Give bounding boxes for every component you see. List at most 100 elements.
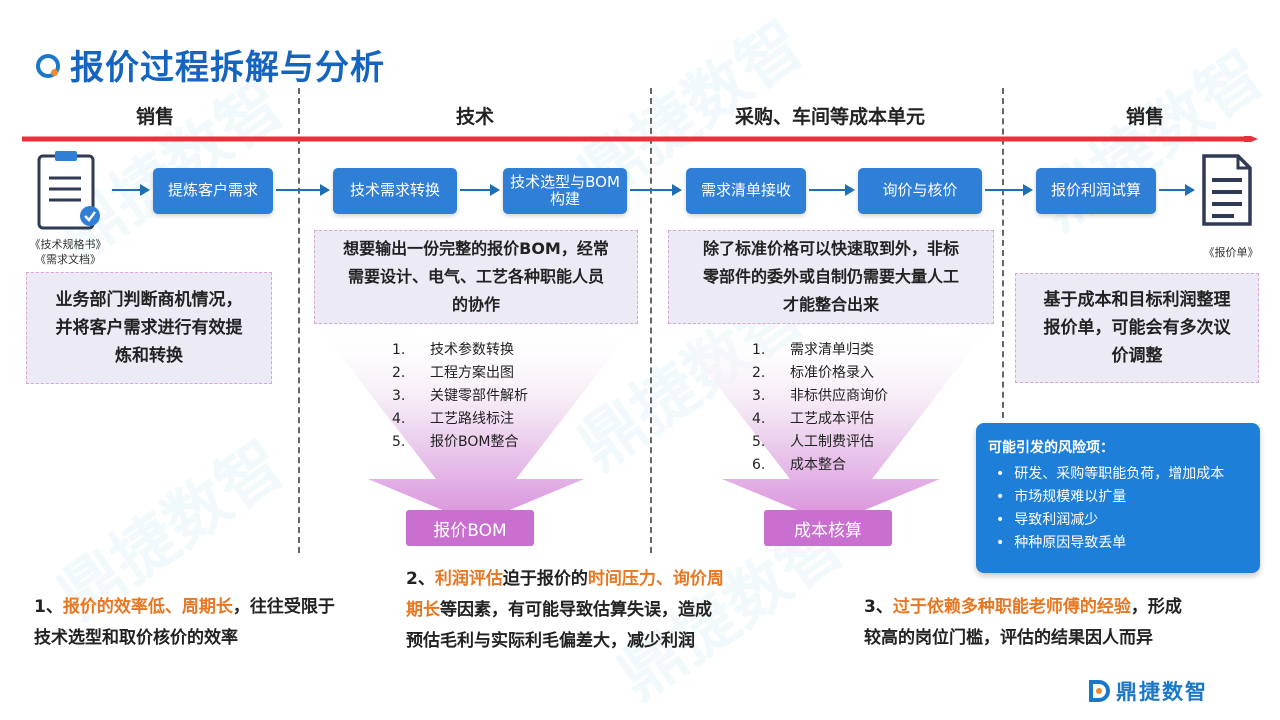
funnel-shape — [670, 324, 992, 524]
issue-1: 1、报价的效率低、周期长，往往受限于 技术选型和取价核价的效率 — [34, 592, 404, 654]
purchase-step-number: 6. — [752, 457, 766, 473]
issue-2-text: 迫于报价的 — [502, 569, 588, 589]
tech-step-list: 1. 技术参数转换 2. 工程方案出图 3. 关键零部件解析 4. 工艺路线标注 5. 报价BOM… — [392, 339, 528, 454]
stage-divider — [1002, 88, 1004, 418]
issue-2-highlight: 时间压力、询价周 — [587, 569, 724, 589]
issue-2-highlight: 利润评估 — [434, 569, 503, 589]
clipboard-document-icon — [37, 151, 100, 230]
purchase-step-text: 工艺成本评估 — [790, 411, 874, 427]
issue-3-prefix: 3、 — [864, 597, 893, 617]
risk-title: 可能引发的风险项： — [988, 440, 1114, 456]
purchase-step-number: 5. — [752, 434, 766, 450]
desc-sales-right: 基于成本和目标利润整理 报价单，可能会有多次议 价调整 — [1015, 273, 1259, 383]
purchase-step-number: 4. — [752, 411, 766, 427]
purchase-step-text: 人工制费评估 — [790, 434, 874, 450]
purchase-step: 6. 成本整合 — [752, 454, 888, 477]
stage-label-purchase: 采购、车间等成本单元 — [734, 106, 925, 128]
node-inquiry: 询价与核价 — [858, 168, 982, 214]
risk-panel: 可能引发的风险项： 研发、采购等职能负荷，增加成本市场规模难以扩量导致利润减少种… — [976, 423, 1260, 573]
purchase-step-text: 成本整合 — [790, 457, 846, 473]
issue-3: 3、过于依赖多种职能老师傅的经验，形成 较高的岗位门槛，评估的结果因人而异 — [864, 592, 1254, 654]
purchase-step-list: 1. 需求清单归类 2. 标准价格录入 3. 非标供应商询价 4. 工艺成本评估 5. 人工制费评… — [752, 339, 888, 477]
issue-1-text: ，往往受限于 — [232, 597, 335, 617]
risk-item: 种种原因导致丢单 — [988, 532, 1248, 555]
issue-2-prefix: 2、 — [406, 569, 435, 589]
tech-step-number: 4. — [392, 411, 406, 427]
issue-2: 2、利润评估迫于报价的时间压力、询价周 期长等因素，有可能导致估算失误，造成 预… — [406, 564, 786, 657]
purchase-step: 3. 非标供应商询价 — [752, 385, 888, 408]
purchase-step-number: 3. — [752, 388, 766, 404]
tech-step-number: 1. — [392, 342, 406, 358]
purchase-step-text: 非标供应商询价 — [790, 388, 888, 404]
node-refine-demand: 提炼客户需求 — [153, 168, 273, 214]
flow-arrow — [112, 184, 150, 196]
risk-item: 导致利润减少 — [988, 509, 1248, 532]
node-tech-convert: 技术需求转换 — [333, 168, 457, 214]
brand-logo-text: 鼎捷数智 — [1116, 680, 1208, 704]
tech-step-text: 关键零部件解析 — [430, 388, 528, 404]
stage-divider — [650, 88, 652, 553]
funnel-shape — [316, 324, 636, 524]
flow-arrow — [809, 184, 855, 196]
issue-3-text: ，形成 — [1130, 597, 1182, 617]
tech-step: 1. 技术参数转换 — [392, 339, 528, 362]
brand-logo: 鼎捷数智 — [1088, 676, 1208, 706]
purchase-step-number: 1. — [752, 342, 766, 358]
stage-label-sales-2: 销售 — [1125, 106, 1164, 128]
timeline-arrow — [22, 136, 1258, 142]
page-title: 报价过程拆解与分析 — [70, 48, 385, 88]
flow-arrow — [630, 184, 682, 196]
stage-label-sales: 销售 — [135, 106, 174, 128]
search-bullet-icon — [36, 53, 60, 78]
stage-divider — [298, 88, 300, 553]
purchase-step-text: 需求清单归类 — [790, 342, 874, 358]
purchase-step-text: 标准价格录入 — [790, 365, 874, 381]
output-doc-caption: 《报价单》 — [1203, 246, 1259, 259]
tech-step-text: 报价BOM整合 — [430, 434, 519, 450]
tech-step-text: 工程方案出图 — [430, 365, 514, 381]
risk-list: 研发、采购等职能负荷，增加成本市场规模难以扩量导致利润减少种种原因导致丢单 — [988, 463, 1248, 555]
tech-step: 4. 工艺路线标注 — [392, 408, 528, 431]
risk-item: 研发、采购等职能负荷，增加成本 — [988, 463, 1248, 486]
desc-sales-left: 业务部门判断商机情况， 并将客户需求进行有效提 炼和转换 — [26, 272, 272, 384]
issue-1-line2: 技术选型和取价核价的效率 — [34, 628, 238, 648]
brand-logo-icon — [1089, 680, 1110, 702]
purchase-step: 4. 工艺成本评估 — [752, 408, 888, 431]
tech-step-number: 3. — [392, 388, 406, 404]
issue-3-highlight: 过于依赖多种职能老师傅的经验 — [892, 597, 1131, 617]
node-profit-trial: 报价利润试算 — [1036, 168, 1156, 214]
stage-label-tech: 技术 — [455, 106, 494, 128]
flow-arrow — [460, 184, 500, 196]
desc-purchase: 除了标准价格可以快速取到外，非标 零部件的委外或自制仍需要大量人工 才能整合出来 — [668, 230, 994, 324]
purchase-step: 5. 人工制费评估 — [752, 431, 888, 454]
input-doc-caption: 《技术规格书》 《需求文档》 — [20, 238, 116, 268]
tech-step: 2. 工程方案出图 — [392, 362, 528, 385]
result-quote-bom: 报价BOM — [406, 510, 534, 546]
document-output-icon — [1202, 154, 1252, 226]
node-demand-receive: 需求清单接收 — [686, 168, 806, 214]
issue-2-line3: 预估毛利与实际利毛偏差大，减少利润 — [406, 631, 695, 651]
flow-arrow — [276, 184, 330, 196]
issue-3-line2: 较高的岗位门槛，评估的结果因人而异 — [864, 628, 1153, 648]
tech-step-text: 技术参数转换 — [430, 342, 514, 358]
issue-2-text: 等因素，有可能导致估算失误，造成 — [440, 600, 712, 620]
node-tech-bom: 技术选型与BOM 构建 — [503, 168, 627, 214]
desc-tech: 想要输出一份完整的报价BOM，经常 需要设计、电气、工艺各种职能人员 的协作 — [314, 230, 638, 324]
purchase-step: 1. 需求清单归类 — [752, 339, 888, 362]
flow-arrow — [1159, 184, 1195, 196]
caption-spec: 《技术规格书》 — [29, 238, 107, 251]
issue-2-highlight: 期长 — [406, 600, 440, 620]
issue-1-highlight: 报价的效率低、周期长 — [62, 597, 233, 617]
page-header: 报价过程拆解与分析 — [36, 40, 385, 89]
risk-item: 市场规模难以扩量 — [988, 486, 1248, 509]
purchase-step-number: 2. — [752, 365, 766, 381]
tech-step-text: 工艺路线标注 — [430, 411, 514, 427]
flow-arrow — [985, 184, 1033, 196]
tech-step-number: 5. — [392, 434, 406, 450]
tech-step: 5. 报价BOM整合 — [392, 431, 528, 454]
tech-step-number: 2. — [392, 365, 406, 381]
result-cost-accounting: 成本核算 — [764, 510, 892, 546]
purchase-step: 2. 标准价格录入 — [752, 362, 888, 385]
tech-step: 3. 关键零部件解析 — [392, 385, 528, 408]
issue-1-prefix: 1、 — [34, 597, 63, 617]
